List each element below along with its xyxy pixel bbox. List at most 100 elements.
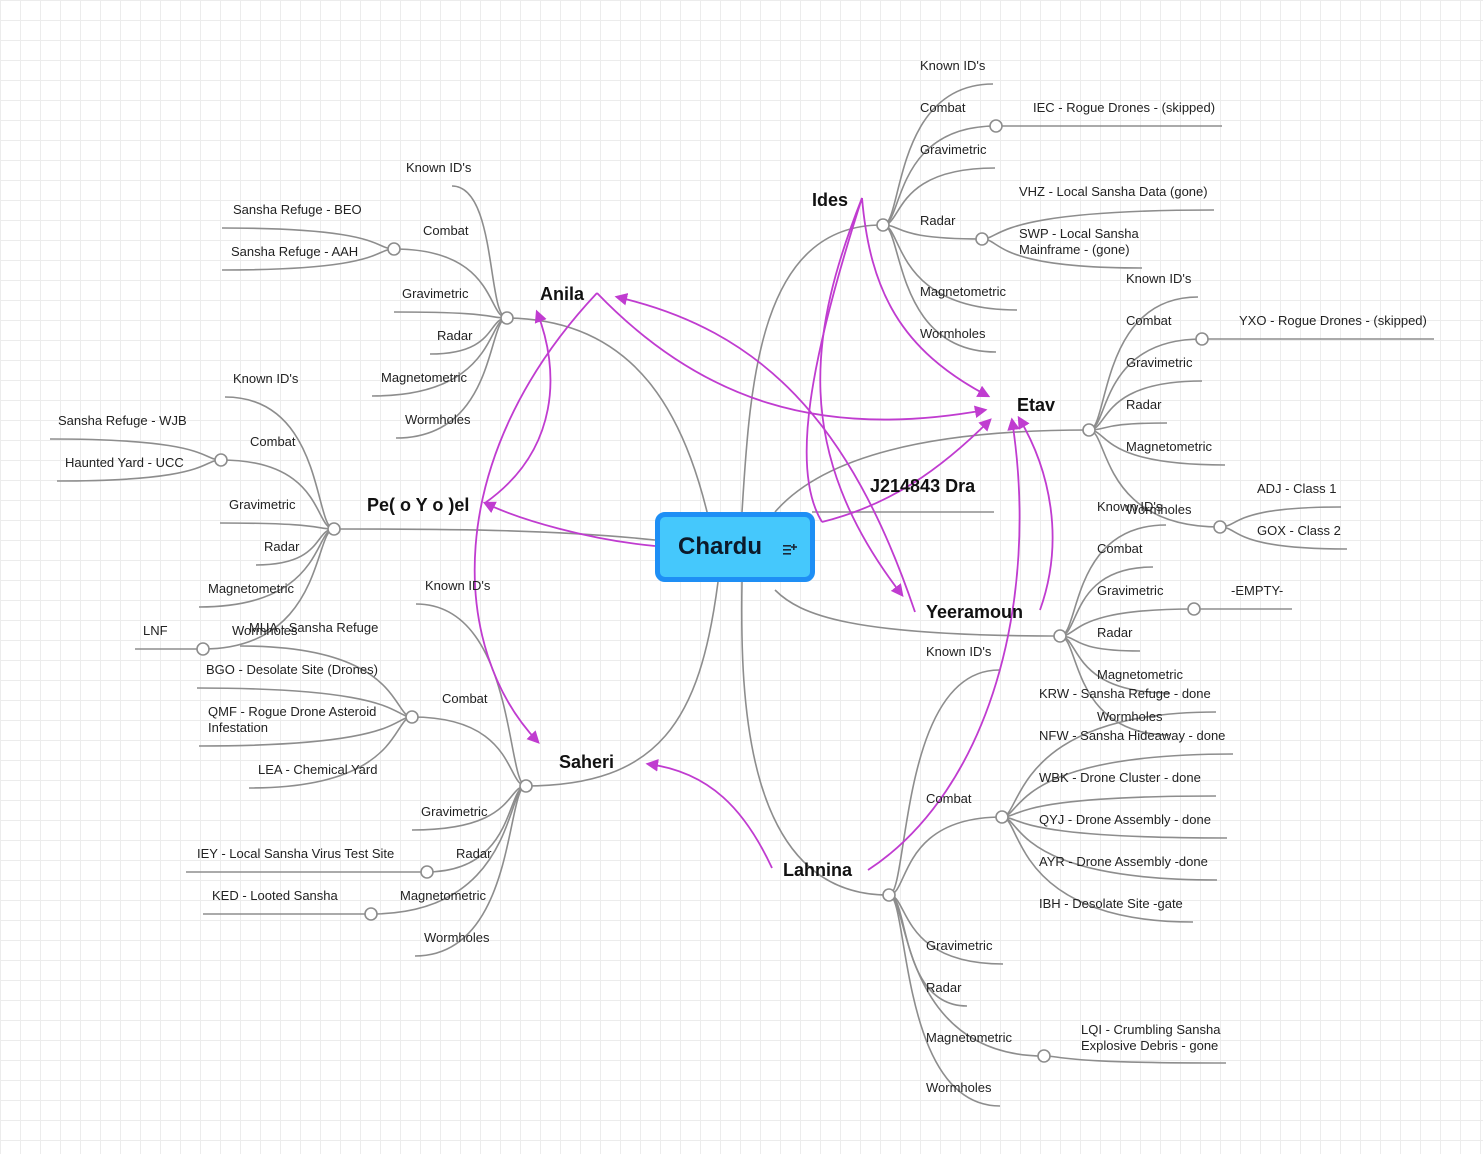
lahnina-radar[interactable]: Radar xyxy=(926,980,962,995)
lahnina-magnetometric-site[interactable]: LQI - Crumbling Sansha Explosive Debris … xyxy=(1081,1022,1221,1053)
notes-icon[interactable] xyxy=(783,544,797,556)
etav-wormhole-site[interactable]: GOX - Class 2 xyxy=(1257,523,1341,538)
etav-radar[interactable]: Radar xyxy=(1126,397,1162,412)
yeeramoun-wormholes[interactable]: Wormholes xyxy=(1097,709,1163,724)
yeeramoun-gravimetric-site[interactable]: -EMPTY- xyxy=(1231,583,1284,598)
peyoel-wormholes[interactable]: Wormholes xyxy=(232,623,298,638)
peyoel-branch-mag xyxy=(198,528,335,608)
system-yeeramoun[interactable]: Yeeramoun xyxy=(926,602,1024,622)
saheri-radar-site[interactable]: IEY - Local Sansha Virus Test Site xyxy=(197,846,395,861)
ides-combat[interactable]: Combat xyxy=(920,100,966,115)
peyoel-wormhole-site[interactable]: LNF xyxy=(143,623,168,638)
peyoel-known-ids[interactable]: Known ID's xyxy=(233,371,299,386)
lahnina-combat-site[interactable]: AYR - Drone Assembly -done xyxy=(1039,854,1208,869)
peyoel-combat-site[interactable]: Haunted Yard - UCC xyxy=(65,455,184,470)
lahnina-combat-site[interactable]: IBH - Desolate Site -gate xyxy=(1039,896,1183,911)
anila-combat[interactable]: Combat xyxy=(423,223,469,238)
anila-magnetometric[interactable]: Magnetometric xyxy=(381,370,467,385)
lahnina-gravimetric[interactable]: Gravimetric xyxy=(926,938,993,953)
yeeramoun-combat[interactable]: Combat xyxy=(1097,541,1143,556)
link-lahnina xyxy=(740,581,889,896)
branch-knobs[interactable] xyxy=(196,119,1227,1063)
system-etav[interactable]: Etav xyxy=(1017,395,1056,415)
peyoel-gravimetric[interactable]: Gravimetric xyxy=(229,497,296,512)
etav-wormhole-site[interactable]: ADJ - Class 1 xyxy=(1257,481,1337,496)
lahnina-combat-site[interactable]: NFW - Sansha Hideaway - done xyxy=(1039,728,1226,743)
lahnina-combat[interactable]: Combat xyxy=(926,791,972,806)
ides-magnetometric[interactable]: Magnetometric xyxy=(920,284,1006,299)
lahnina-combat-nfw xyxy=(1001,753,1234,818)
ides-radar-site[interactable]: VHZ - Local Sansha Data (gone) xyxy=(1019,184,1208,199)
yeeramoun-magnetometric[interactable]: Magnetometric xyxy=(1097,667,1183,682)
central-topic-title: Chardu xyxy=(678,533,762,560)
etav-combat-site[interactable]: YXO - Rogue Drones - (skipped) xyxy=(1239,313,1427,328)
peyoel-radar[interactable]: Radar xyxy=(264,539,300,554)
saheri-wormholes[interactable]: Wormholes xyxy=(424,930,490,945)
rel-chardu-peyoel xyxy=(482,501,656,547)
ides-gravimetric[interactable]: Gravimetric xyxy=(920,142,987,157)
anila-gravimetric[interactable]: Gravimetric xyxy=(402,286,469,301)
anila-known-ids[interactable]: Known ID's xyxy=(406,160,472,175)
yeeramoun-gravimetric[interactable]: Gravimetric xyxy=(1097,583,1164,598)
lahnina-combat-site[interactable]: WBK - Drone Cluster - done xyxy=(1039,770,1201,785)
rel-lahnina-saheri xyxy=(645,759,773,869)
peyoel-magnetometric[interactable]: Magnetometric xyxy=(208,581,294,596)
etav-combat[interactable]: Combat xyxy=(1126,313,1172,328)
etav-branch-wh xyxy=(1088,429,1221,528)
lahnina-combat-ibh xyxy=(1001,816,1194,923)
etav-known-ids[interactable]: Known ID's xyxy=(1126,271,1192,286)
etav-gravimetric[interactable]: Gravimetric xyxy=(1126,355,1193,370)
anila-combat-site[interactable]: Sansha Refuge - BEO xyxy=(233,202,362,217)
lahnina-branch-wh xyxy=(888,894,1001,1107)
ides-branch-combat xyxy=(882,125,997,226)
system-anila[interactable]: Anila xyxy=(540,284,585,304)
ides-known-ids[interactable]: Known ID's xyxy=(920,58,986,73)
saheri-gravimetric[interactable]: Gravimetric xyxy=(421,804,488,819)
anila-radar[interactable]: Radar xyxy=(437,328,473,343)
system-j214843[interactable]: J214843 Dra xyxy=(870,476,976,496)
etav-branch-radar xyxy=(1088,422,1168,431)
peyoel-combat-site[interactable]: Sansha Refuge - WJB xyxy=(58,413,187,428)
ides-combat-site[interactable]: IEC - Rogue Drones - (skipped) xyxy=(1033,100,1216,115)
peyoel-branch-wh xyxy=(202,528,335,650)
saheri-radar-knob xyxy=(420,865,434,879)
system-saheri[interactable]: Saheri xyxy=(559,752,615,772)
ides-wormholes[interactable]: Wormholes xyxy=(920,326,986,341)
etav-magnetometric[interactable]: Magnetometric xyxy=(1126,439,1212,454)
lahnina-magnetometric[interactable]: Magnetometric xyxy=(926,1030,1012,1045)
saheri-branch-wh xyxy=(414,785,527,957)
system-lahnina[interactable]: Lahnina xyxy=(783,860,853,880)
etav-wormholes[interactable]: Wormholes xyxy=(1126,502,1192,517)
etav-wh-knob xyxy=(1213,520,1227,534)
anila-wormholes[interactable]: Wormholes xyxy=(405,412,471,427)
link-anila xyxy=(504,317,716,549)
peyoel-branch-grav xyxy=(219,522,335,530)
link-peyoel xyxy=(334,528,656,541)
saheri-magnetometric[interactable]: Magnetometric xyxy=(400,888,486,903)
yeeramoun-radar[interactable]: Radar xyxy=(1097,625,1133,640)
lahnina-combat-ayr xyxy=(1001,816,1218,881)
saheri-combat[interactable]: Combat xyxy=(442,691,488,706)
peyoel-combat[interactable]: Combat xyxy=(250,434,296,449)
saheri-combat-site[interactable]: MUA - Sansha Refuge xyxy=(249,620,379,635)
saheri-radar[interactable]: Radar xyxy=(456,846,492,861)
saheri-known-ids[interactable]: Known ID's xyxy=(425,578,491,593)
saheri-combat-site[interactable]: BGO - Desolate Site (Drones) xyxy=(206,662,378,677)
yeeramoun-known-ids[interactable]: Known ID's xyxy=(1097,499,1163,514)
central-topic[interactable]: Chardu xyxy=(655,512,815,582)
anila-combat-site[interactable]: Sansha Refuge - AAH xyxy=(231,244,359,259)
lahnina-known-ids[interactable]: Known ID's xyxy=(926,644,992,659)
lahnina-combat-site[interactable]: QYJ - Drone Assembly - done xyxy=(1039,812,1211,827)
saheri-magnetometric-site[interactable]: KED - Looted Sansha xyxy=(212,888,338,903)
system-ides[interactable]: Ides xyxy=(812,190,849,210)
lahnina-wormholes[interactable]: Wormholes xyxy=(926,1080,992,1095)
saheri-combat-mua xyxy=(239,645,413,718)
saheri-combat-site[interactable]: QMF - Rogue Drone Asteroid Infestation xyxy=(208,704,377,735)
lahnina-combat-site[interactable]: KRW - Sansha Refuge - done xyxy=(1039,686,1211,701)
link-saheri xyxy=(524,581,719,787)
saheri-combat-site[interactable]: LEA - Chemical Yard xyxy=(258,762,378,777)
system-peyoel[interactable]: Pe( o Y o )el xyxy=(367,495,470,515)
ides-radar-site[interactable]: SWP - Local Sansha Mainframe - (gone) xyxy=(1019,226,1139,257)
ides-radar[interactable]: Radar xyxy=(920,213,956,228)
